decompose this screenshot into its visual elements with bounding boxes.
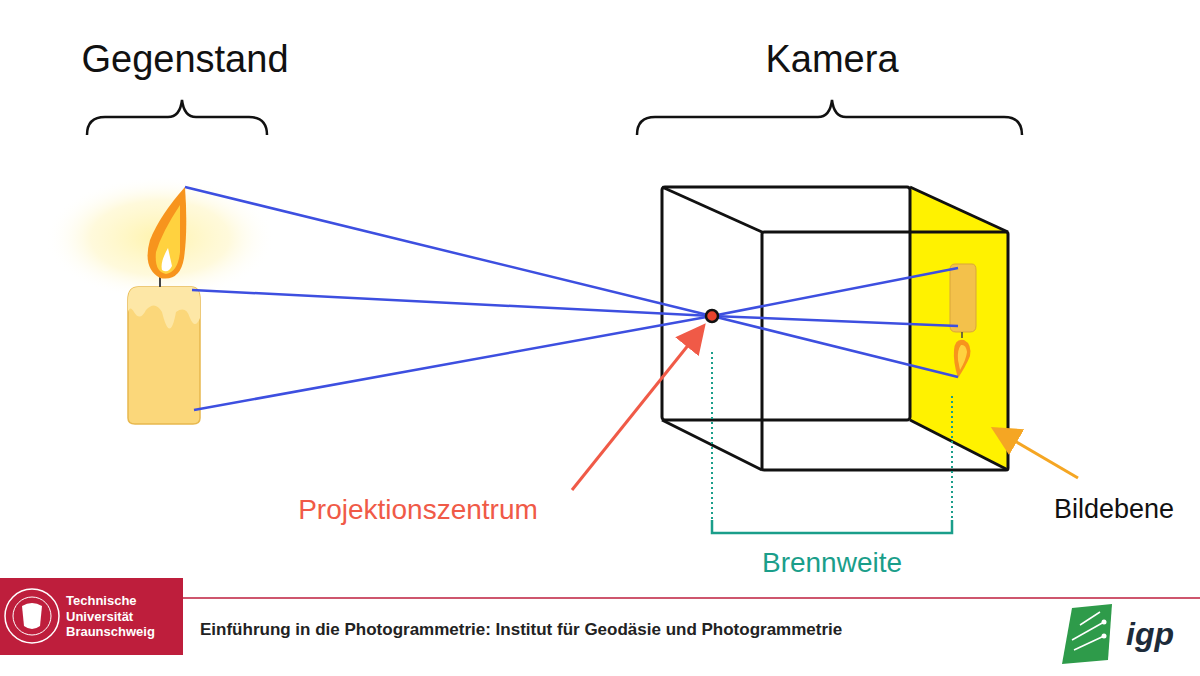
inverted-candle-image xyxy=(950,264,976,378)
university-name: Technische Universität Braunschweig xyxy=(0,578,183,655)
dimension-label: Brennweite xyxy=(762,547,902,579)
focal-length-bracket xyxy=(712,520,952,533)
focal-length-marker xyxy=(712,352,952,533)
bracket xyxy=(87,100,267,135)
callout-label: Bildebene xyxy=(1054,494,1174,525)
candle-glow xyxy=(45,176,275,300)
node-text-group: Technische Universität Braunschweig xyxy=(66,593,178,640)
leader-arrow xyxy=(572,328,702,490)
camera-heading: Kamera xyxy=(765,38,898,82)
callout-label: Projektionszentrum xyxy=(298,494,538,526)
projection-center-dot xyxy=(706,310,718,322)
image-plane xyxy=(910,187,1008,470)
university-seal xyxy=(5,589,59,643)
igp-logo xyxy=(1062,604,1112,664)
light-ray xyxy=(185,187,958,410)
object-heading: Gegenstand xyxy=(81,38,288,82)
footer-caption: Einführung in die Photogrammetrie: Insti… xyxy=(200,620,842,640)
university-banner xyxy=(0,578,183,655)
node-text: Technische Universität Braunschweig xyxy=(66,593,178,640)
logo-text: igp xyxy=(1126,616,1174,653)
camera-box xyxy=(662,187,1008,470)
candle xyxy=(128,187,200,424)
leader-arrow xyxy=(996,430,1078,478)
footer-rule xyxy=(183,597,1200,599)
bracket xyxy=(637,100,1022,135)
